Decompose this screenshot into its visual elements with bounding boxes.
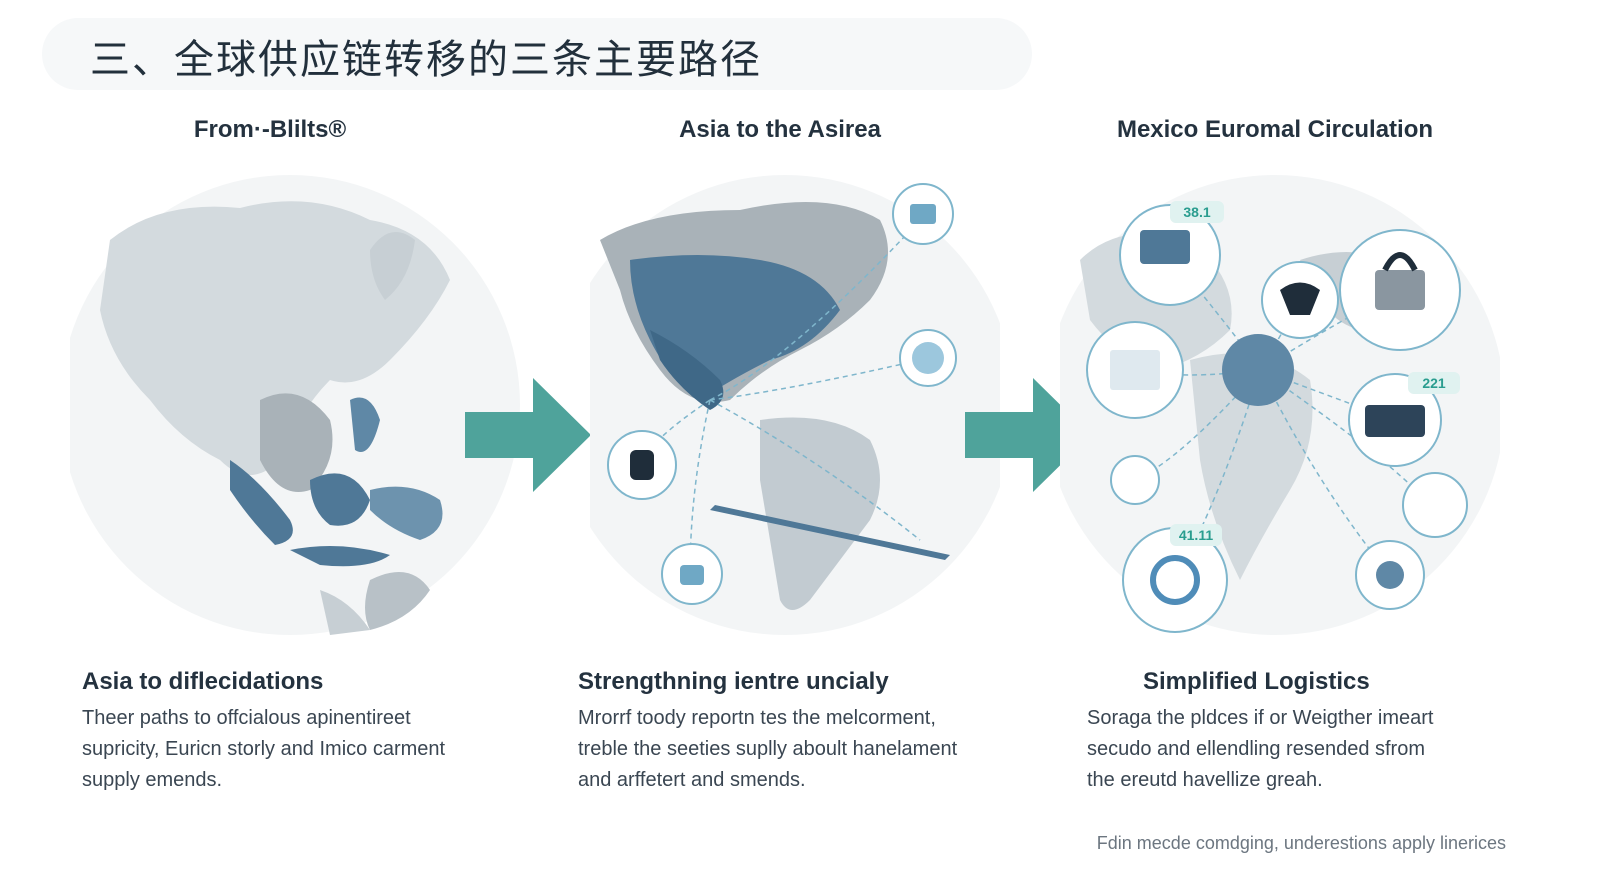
- badge-2: 221: [1408, 372, 1460, 394]
- title-background: [42, 18, 1032, 90]
- americas-map-illustration: [590, 175, 1000, 635]
- svg-text:221: 221: [1422, 375, 1446, 391]
- column-1-body-line: supricity, Euricn storly and Imico carme…: [82, 738, 446, 760]
- slide-title: 三、全球供应链转移的三条主要路径: [90, 37, 762, 83]
- column-1-heading: From·-Blilts®: [193, 116, 347, 143]
- flow-arrow-1: [465, 378, 591, 492]
- column-3-subheading: Simplified Logistics: [1143, 668, 1370, 695]
- column-2-subheading: Strengthning ientre uncialy: [578, 668, 889, 695]
- badge-3: 41.11: [1170, 524, 1222, 546]
- column-3-body-line: secudo and ellendling resended sfrom: [1087, 738, 1425, 760]
- column-2-heading: Asia to the Asirea: [679, 116, 881, 143]
- logistics-network-illustration: 38.1 221 41.11: [1060, 175, 1500, 635]
- column-2-body-line: Mrorrf toody reportn tes the melcorment,: [578, 707, 936, 729]
- column-1-body-line: supply emends.: [82, 769, 223, 791]
- globe-icon: [1402, 472, 1468, 538]
- settings-icon: [1110, 455, 1160, 505]
- badge-1: 38.1: [1170, 201, 1224, 223]
- column-3-body-line: Soraga the pldces if or Weigther imeart: [1087, 707, 1434, 729]
- column-1-body-line: Theer paths to offcialous apinentireet: [82, 707, 411, 729]
- column-3-heading: Mexico Euromal Circulation: [1116, 116, 1434, 143]
- column-3-body-line: the ereutd havellize greah.: [1087, 769, 1323, 791]
- column-2-body-line: and arffetert and smends.: [578, 769, 806, 791]
- svg-text:41.11: 41.11: [1179, 527, 1213, 543]
- column-2-body-line: treble the seeties suplly aboult hanelam…: [578, 738, 958, 760]
- asia-map-illustration: [70, 175, 520, 635]
- svg-text:38.1: 38.1: [1183, 204, 1210, 220]
- column-1-subheading: Asia to diflecidations: [82, 668, 324, 695]
- footnote: Fdin mecde comdging, underestions apply …: [1096, 833, 1506, 853]
- hub-globe-icon: [1222, 334, 1294, 406]
